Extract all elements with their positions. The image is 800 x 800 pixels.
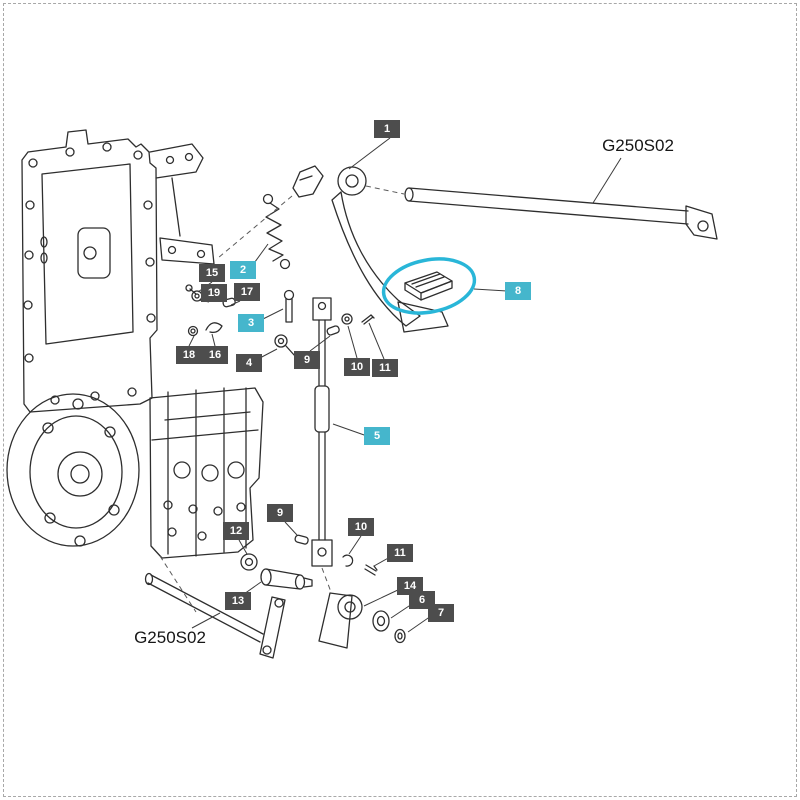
shaft-code-label-1: G250S02 <box>134 628 206 647</box>
part-label-1-0: 1 <box>374 120 400 138</box>
part-label-8-12: 8 <box>505 282 531 300</box>
part-label-17-3: 17 <box>234 283 260 301</box>
lower-linkage-drawing <box>240 534 406 649</box>
part-label-16-7: 16 <box>202 346 228 364</box>
part-label-13-18: 13 <box>225 592 251 610</box>
assembly-alignment-lines <box>159 185 405 613</box>
part-label-15-2: 15 <box>199 264 225 282</box>
adjustable-rod-drawing <box>311 297 333 567</box>
gearbox-section-drawing <box>149 387 264 559</box>
part-label-9-9: 9 <box>294 351 320 369</box>
shaft-code-label-0: G250S02 <box>602 136 674 155</box>
part-label-19-4: 19 <box>201 284 227 302</box>
part-label-2-1: 2 <box>230 261 256 279</box>
part-label-10-16: 10 <box>348 518 374 536</box>
part-label-18-6: 18 <box>176 346 202 364</box>
part-label-5-13: 5 <box>364 427 390 445</box>
lower-shaft-drawing <box>144 572 286 659</box>
label-leader-lines <box>188 137 622 633</box>
return-spring-drawing <box>262 193 291 270</box>
transmission-housing-drawing <box>21 129 215 413</box>
link-clevis-drawing <box>274 334 296 357</box>
part-label-14-19: 14 <box>397 577 423 595</box>
part-label-11-11: 11 <box>372 359 398 377</box>
part-label-10-10: 10 <box>344 358 370 376</box>
pedal-pivot-hub <box>337 166 367 196</box>
pedal-arm-drawing <box>292 165 449 333</box>
part-label-3-5: 3 <box>238 314 264 332</box>
bell-housing-drawing <box>6 393 140 547</box>
upper-shaft-drawing <box>404 187 718 240</box>
upper-fasteners-drawing <box>326 313 375 336</box>
part-8-highlight-ellipse <box>381 257 477 315</box>
part-label-12-15: 12 <box>223 522 249 540</box>
pedal-pad-drawing <box>404 271 453 301</box>
clevis-pin-drawing <box>283 289 295 323</box>
part-label-4-8: 4 <box>236 354 262 372</box>
part-label-9-14: 9 <box>267 504 293 522</box>
part-label-7-21: 7 <box>428 604 454 622</box>
part-label-11-17: 11 <box>387 544 413 562</box>
